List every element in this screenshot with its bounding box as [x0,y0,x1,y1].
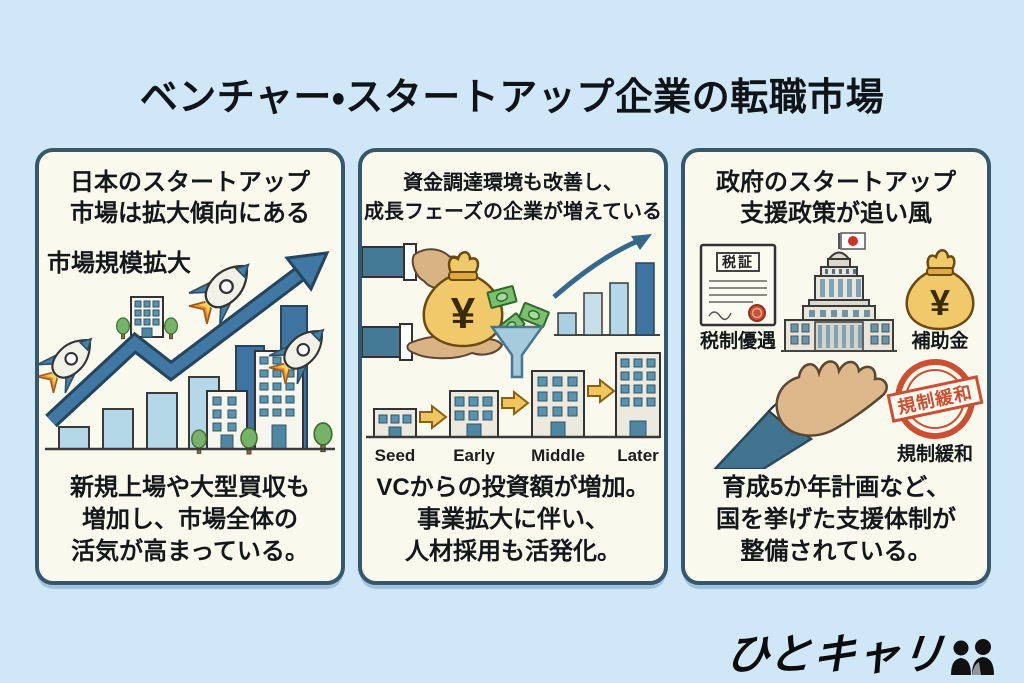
panel3-caption: 育成5か年計画など、 国を挙げた支援体制が 整備されている。 [685,472,987,581]
panel2-heading: 資金調達環境も改善し、 成長フェーズの企業が増えている [362,152,664,227]
panel1-caption-line1: 新規上場や大型買収も [70,474,310,502]
growth-stage-buildings [373,352,661,438]
panel2-heading-line2: 成長フェーズの企業が増えている [364,201,662,223]
open-hand [713,360,888,470]
panel3-heading: 政府のスタートアップ 支援政策が追い風 [685,152,987,229]
certificate-title: 税証 [722,254,754,270]
panel2-caption-line3: 人材採用も活発化。 [405,538,621,566]
tax-benefit-label: 税制優遇 [700,329,776,352]
mini-bar-chart [552,234,660,336]
panel3-caption-line1: 育成5か年計画など、 [721,474,951,502]
panel3-heading-line2: 支援政策が追い風 [740,200,932,228]
deregulation-stamp: 規制緩和 [886,359,984,440]
stage-labels: Seed Early Middle Later [375,446,659,465]
panel-funding-growth: 資金調達環境も改善し、 成長フェーズの企業が増えている ¥ [358,148,668,585]
panel3-heading-line1: 政府のスタートアップ [716,169,956,196]
deregulation-label: 規制緩和 [897,442,973,465]
panels-row: 日本のスタートアップ 市場は拡大傾向にある [35,148,991,585]
stage-label-later: Later [617,446,659,465]
panel1-caption-line3: 活気が高まっている。 [71,538,309,566]
mid-building [191,390,248,455]
stage-label-seed: Seed [375,446,416,465]
money-bag: ¥ [422,251,504,348]
panel1-heading-line2: 市場は拡大傾向にある [70,200,310,228]
market-growth-illustration: 市場規模拡大 [39,248,339,456]
panel2-caption-line1: VCからの投資額が増加。 [376,474,650,502]
market-scale-label: 市場規模拡大 [47,249,191,277]
panel2-caption-line2: 事業拡大に伴い、 [417,506,609,534]
yen-symbol: ¥ [451,289,476,338]
stage-arrow-icon [501,389,530,417]
panel3-caption-line3: 整備されている。 [740,538,932,566]
panel1-caption: 新規上場や大型買収も 増加し、市場全体の 活気が高まっている。 [39,472,341,581]
small-building [115,296,178,340]
panel-market-expansion: 日本のスタートアップ 市場は拡大傾向にある [35,148,345,585]
diet-building [781,232,897,353]
people-icon [951,639,994,675]
page-title: ベンチャー・スタートアップ企業の転職市場 [139,77,885,119]
panel1-heading-line1: 日本のスタートアップ [70,169,310,196]
funnel-icon [489,325,545,379]
panel3-caption-line2: 国を挙げた支援体制が [716,506,956,534]
brand-logo: ひとキャリ [723,631,998,679]
panel1-caption-line2: 増加し、市場全体の [82,506,298,534]
panel1-heading: 日本のスタートアップ 市場は拡大傾向にある [39,152,341,229]
government-support-illustration: 税証 税制優遇 [699,232,984,470]
panel2-caption: VCからの投資額が増加。 事業拡大に伴い、 人材採用も活発化。 [362,472,664,581]
stage-arrow-icon [587,377,616,405]
yen-symbol: ¥ [930,282,950,323]
growth-arrow [45,251,330,428]
funding-illustration: ¥ [362,234,661,465]
brand-logo-text: ひとキャリ [723,631,948,679]
panel2-heading-line1: 資金調達環境も改善し、 [403,172,623,194]
subsidy-label: 補助金 [911,329,968,352]
stage-label-early: Early [453,446,495,465]
subsidy-money-bag: ¥ [905,249,975,331]
stage-label-middle: Middle [531,446,585,465]
tax-certificate: 税証 [699,244,777,327]
stage-arrow-icon [419,403,448,431]
panel-government-support: 政府のスタートアップ 支援政策が追い風 税証 税制優遇 [681,148,991,585]
